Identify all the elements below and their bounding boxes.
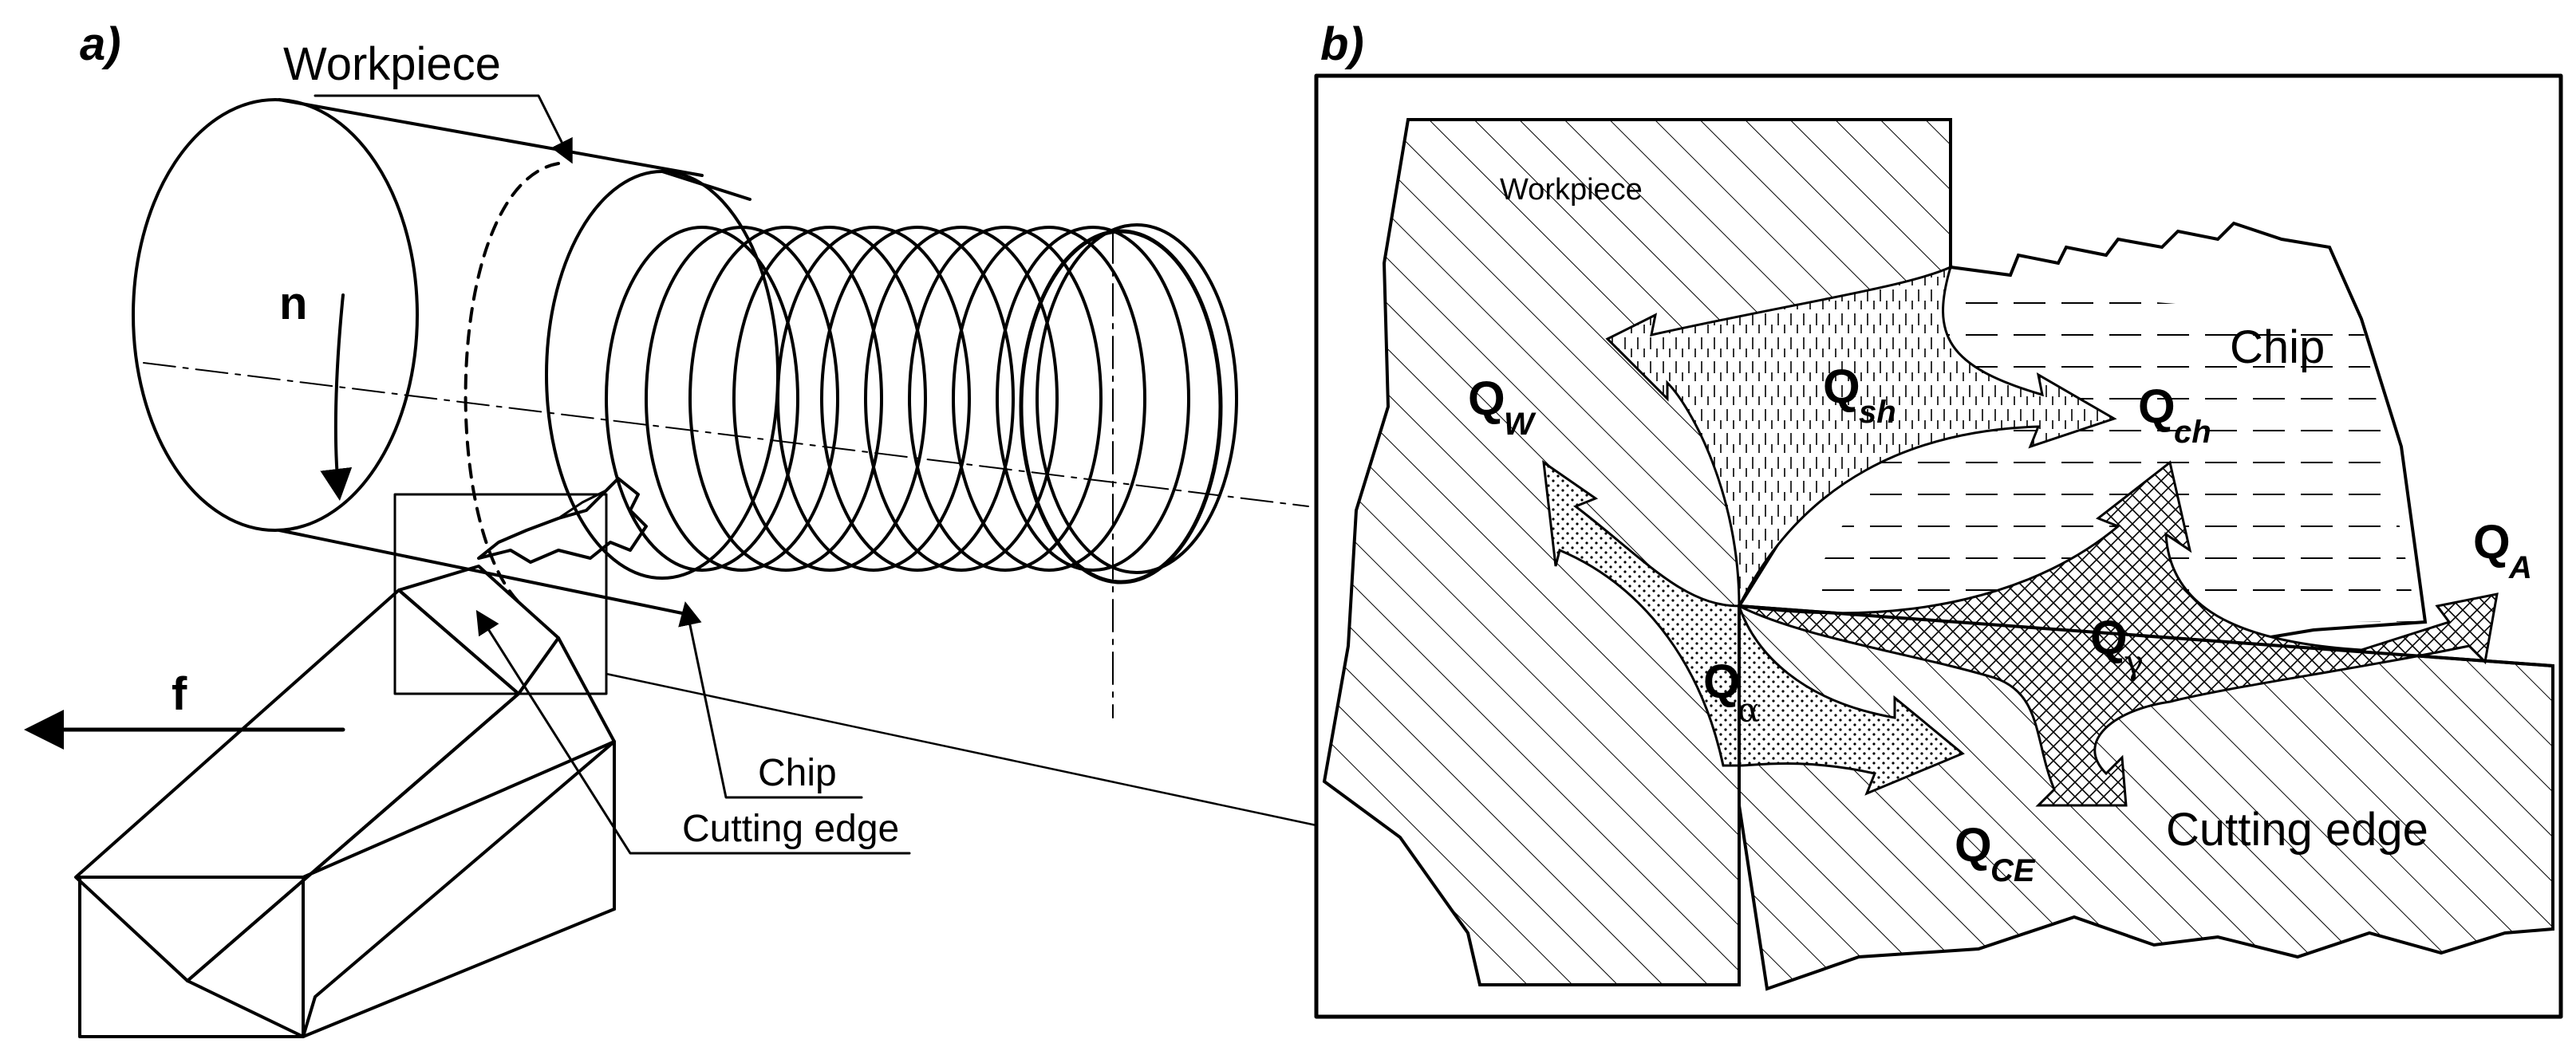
svg-text:Q: Q: [1703, 655, 1741, 708]
rotation-arrow: [320, 293, 353, 501]
chip-leader-a: [678, 601, 863, 799]
workpiece-drawing: [132, 98, 1309, 718]
q-ch-label: Q ch: [2138, 380, 2211, 450]
q-alpha-label: Q α: [1703, 655, 1760, 730]
svg-text:Q: Q: [1468, 372, 1505, 425]
panel-b-tag: b): [1320, 18, 1364, 70]
svg-text:sh: sh: [1859, 395, 1896, 430]
detail-frame: [1314, 73, 2563, 1019]
workpiece-leader-a: [314, 94, 573, 164]
cutting-edge-label-a: Cutting edge: [682, 808, 899, 850]
cutting-edge-leader-a: [475, 609, 911, 855]
q-sh-label: Q sh: [1823, 360, 1896, 430]
panel-a-tag: a): [80, 18, 121, 70]
svg-text:W: W: [1504, 407, 1537, 442]
svg-text:A: A: [2508, 550, 2532, 585]
rotation-label: n: [279, 278, 307, 329]
svg-text:Q: Q: [1823, 360, 1860, 413]
chip-label-b: Chip: [2230, 321, 2325, 373]
feed-label: f: [172, 668, 187, 720]
detail-box: [393, 493, 608, 695]
svg-text:ch: ch: [2174, 415, 2211, 450]
svg-text:Q: Q: [2090, 611, 2128, 664]
panel-b: b) Workpiece Chip Cutting edge Q W: [1314, 18, 2563, 1019]
q-gamma-label: Q γ: [2090, 611, 2144, 682]
q-a-label: Q A: [2473, 515, 2532, 585]
svg-text:Q: Q: [2138, 380, 2176, 433]
svg-text:γ: γ: [2124, 643, 2144, 682]
chip-label-a: Chip: [758, 752, 837, 794]
workpiece-label-b: Workpiece: [1500, 173, 1643, 207]
q-w-label: Q W: [1468, 372, 1537, 442]
tool-region: [1738, 604, 2554, 991]
cutting-edge-label-b: Cutting edge: [2166, 804, 2428, 856]
svg-text:α: α: [1738, 691, 1760, 730]
detail-connector: [605, 672, 1318, 827]
q-ce-label: Q CE: [1955, 818, 2036, 888]
cutting-tool: [74, 565, 616, 1038]
workpiece-label-a: Workpiece: [283, 38, 501, 90]
svg-text:Q: Q: [2473, 515, 2511, 569]
svg-text:Q: Q: [1955, 818, 1992, 872]
svg-text:CE: CE: [1990, 853, 2036, 888]
panel-a: a): [24, 18, 1318, 1038]
